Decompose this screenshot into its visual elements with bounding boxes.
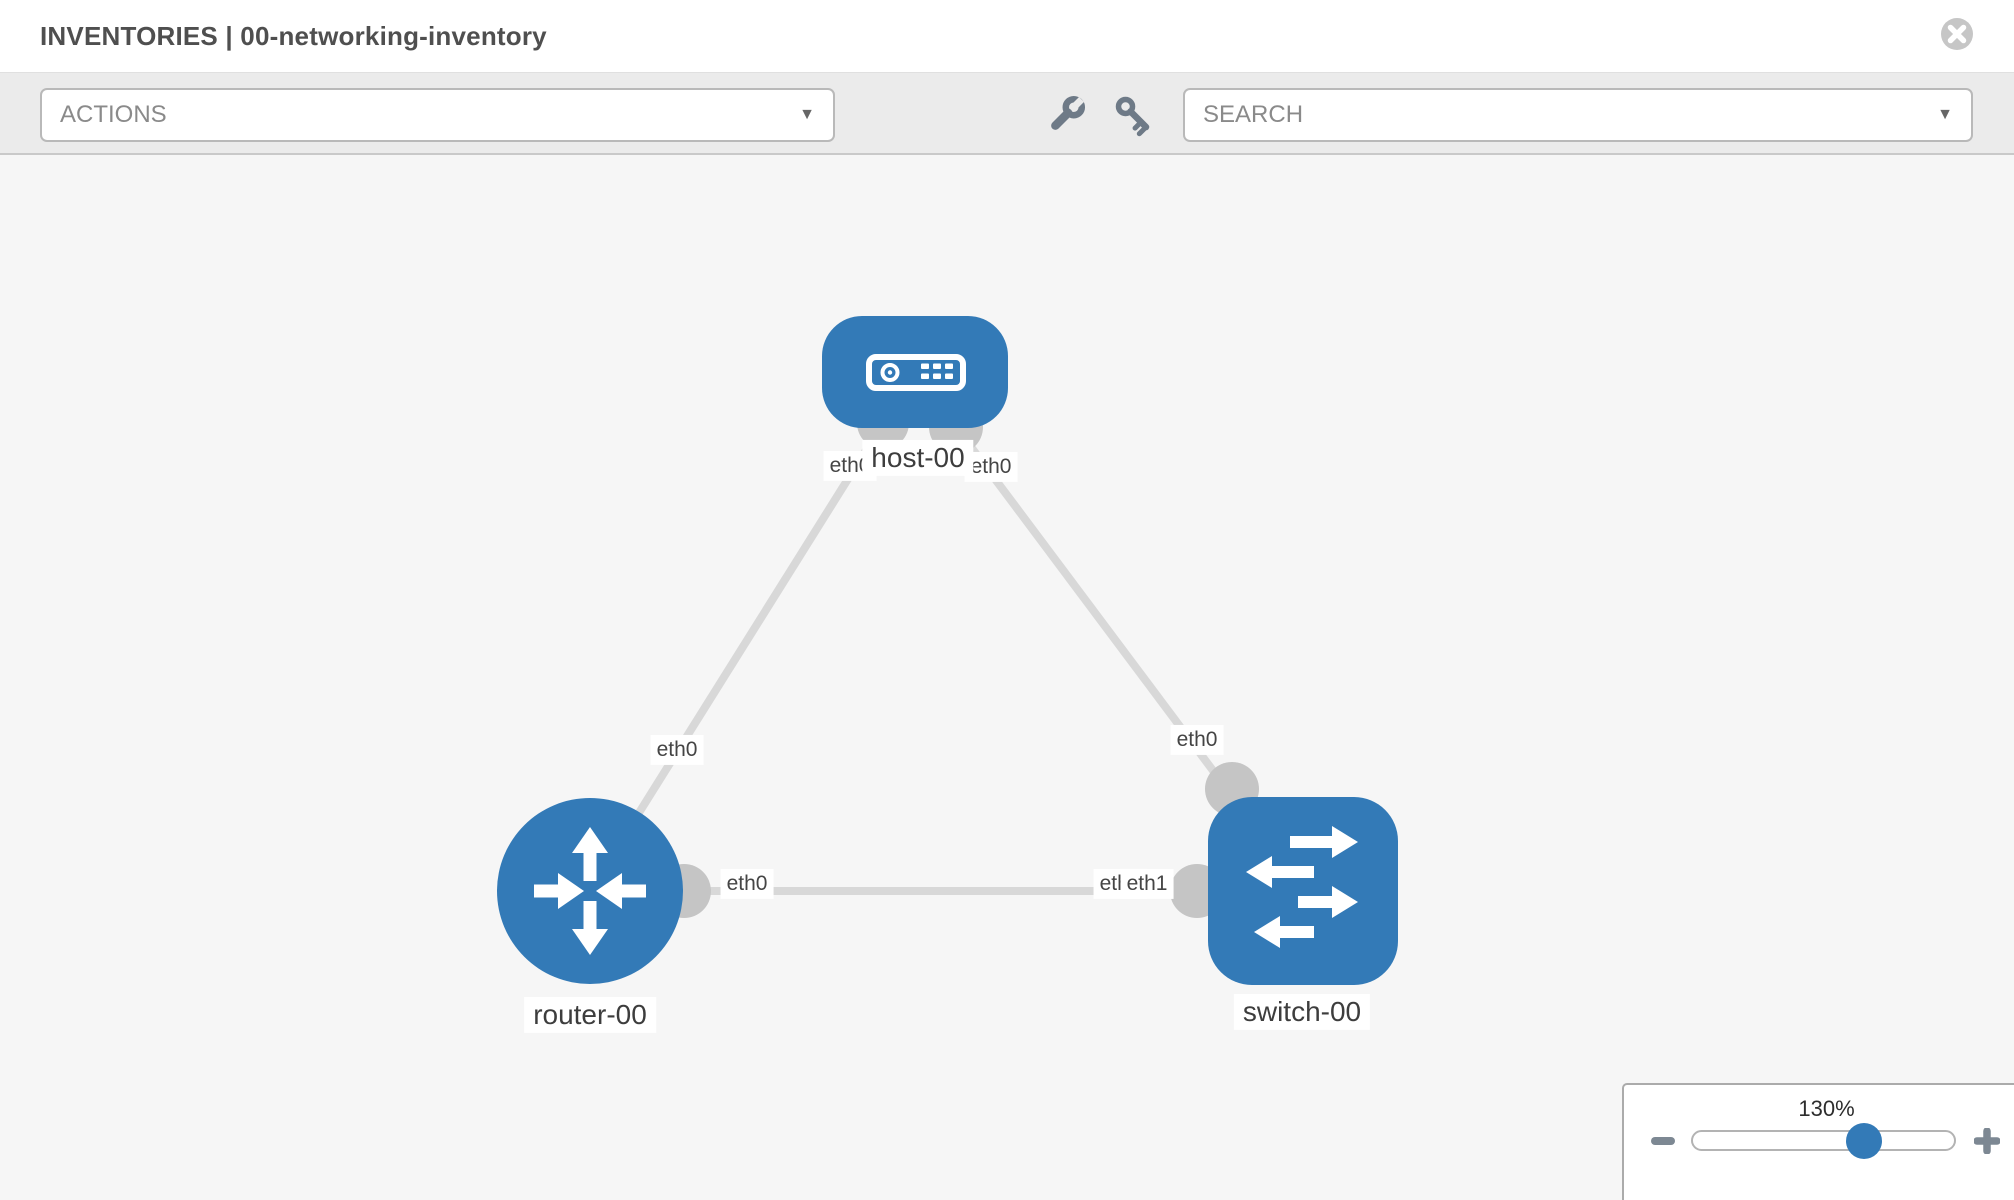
- zoom-slider-thumb[interactable]: [1846, 1123, 1882, 1159]
- node-host-00[interactable]: [822, 316, 1008, 428]
- node-label-host-00: host-00: [862, 439, 974, 477]
- wrench-icon: [1051, 95, 1086, 130]
- minus-icon[interactable]: [1651, 1137, 1675, 1145]
- toolbar: ACTIONS ▼ SEAR: [0, 72, 2014, 155]
- zoom-slider[interactable]: [1691, 1130, 1956, 1151]
- interface-label: eth0: [964, 451, 1018, 483]
- close-icon: [1941, 18, 1973, 50]
- actions-dropdown-label: ACTIONS: [60, 101, 167, 128]
- interface-label: eth0: [720, 868, 774, 900]
- switch-arrows-icon: [1246, 826, 1358, 948]
- zoom-level: 130%: [1798, 1096, 1855, 1121]
- topology-svg: [497, 316, 1398, 985]
- search-dropdown-label: SEARCH: [1203, 101, 1304, 128]
- topology-canvas[interactable]: eth0 eth0 eth0 eth0 eth0 eth0 eth1 host-…: [0, 155, 2014, 1200]
- actions-dropdown[interactable]: ACTIONS ▼: [40, 88, 835, 142]
- node-router-00[interactable]: [497, 798, 683, 984]
- search-dropdown[interactable]: SEARCH ▼: [1183, 88, 1973, 142]
- page-title: INVENTORIES | 00-networking-inventory: [40, 21, 547, 51]
- node-label-switch-00: switch-00: [1233, 993, 1371, 1031]
- wrench-button[interactable]: [1044, 93, 1088, 137]
- header: INVENTORIES | 00-networking-inventory: [0, 0, 2014, 72]
- router-arrows-icon: [534, 827, 646, 955]
- interface-label: eth1: [1120, 868, 1174, 900]
- chevron-down-icon: ▼: [1937, 106, 1953, 123]
- interface-label: eth0: [1170, 724, 1224, 756]
- key-icon: [1115, 96, 1150, 137]
- close-button[interactable]: [1939, 16, 1975, 52]
- key-button[interactable]: [1112, 93, 1156, 137]
- chevron-down-icon: ▼: [799, 106, 815, 123]
- node-label-router-00: router-00: [524, 996, 656, 1034]
- server-icon: [866, 354, 966, 391]
- zoom-in-button[interactable]: [1973, 1127, 2001, 1155]
- node-switch-00[interactable]: [1208, 797, 1398, 985]
- plus-icon: [1973, 1127, 2001, 1155]
- zoom-control-panel: 130%: [1622, 1083, 2014, 1200]
- interface-label: eth0: [650, 734, 704, 766]
